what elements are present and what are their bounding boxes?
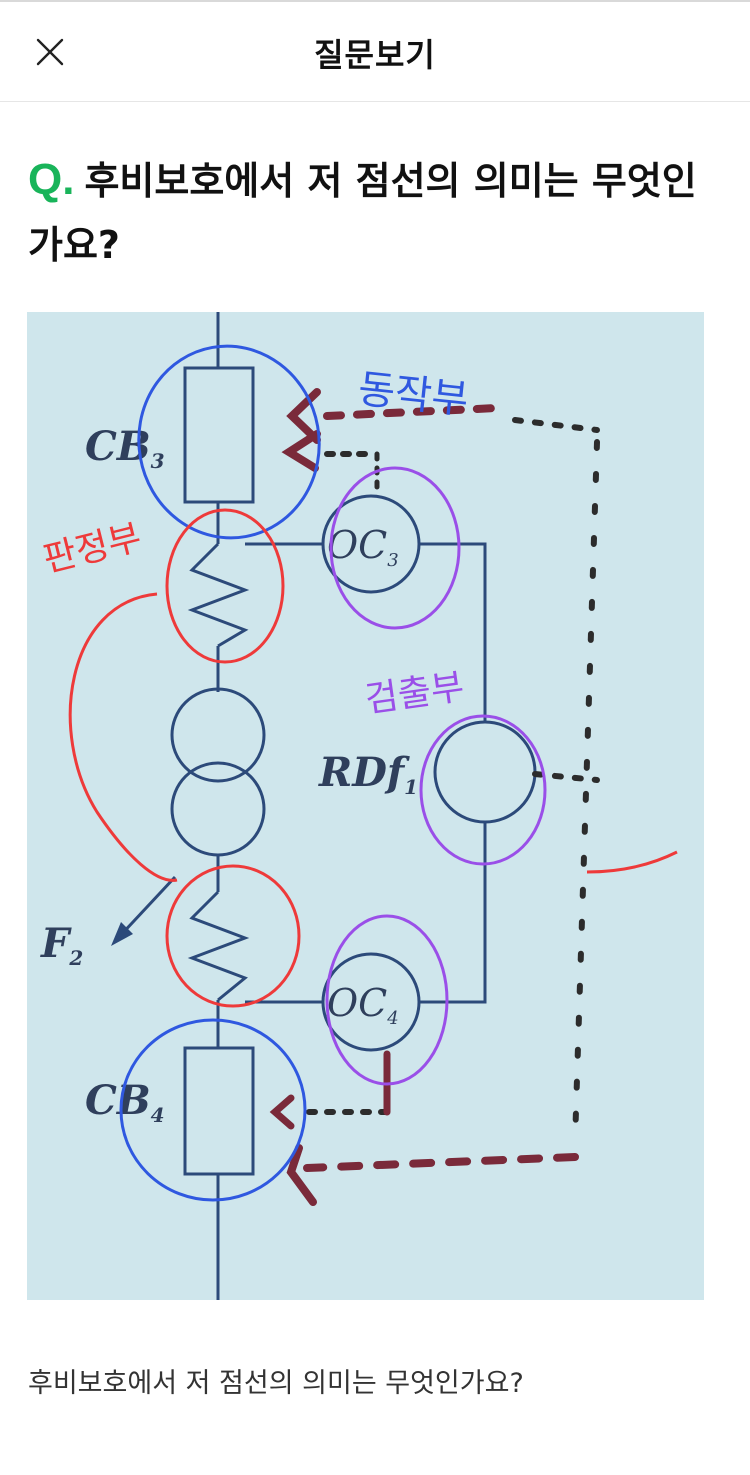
transformer-secondary — [170, 761, 266, 857]
label-oc3: OC3 — [327, 523, 399, 571]
fault-line — [117, 875, 177, 939]
purple-circle-oc3 — [329, 466, 461, 630]
relay-oc4 — [321, 952, 421, 1052]
blue-circle-cb3 — [137, 344, 321, 540]
trip-mark-upper-2 — [281, 430, 321, 472]
fault-arrow-icon — [111, 922, 133, 946]
trip-mark-lower-2 — [269, 1094, 295, 1130]
header-bar: 질문보기 — [0, 2, 750, 102]
purple-circle-oc4 — [325, 914, 449, 1086]
breaker-cb3 — [183, 366, 255, 504]
ct-lower — [187, 890, 250, 1002]
close-button[interactable] — [22, 24, 78, 80]
trip-mark-lower-1 — [286, 1144, 317, 1206]
question-body: 후비보호에서 저 점선의 의미는 무엇인가요? — [28, 1368, 524, 1399]
label-rdf: RDf1 — [318, 749, 418, 799]
question-marker: Q. — [28, 155, 75, 204]
annotation-blue: 동작부 — [356, 366, 471, 423]
relay-rdf — [433, 720, 537, 824]
red-connector-curve — [68, 592, 178, 882]
dotted-line-top — [512, 417, 600, 433]
transformer-primary — [170, 687, 266, 783]
breaker-cb4 — [183, 1046, 255, 1176]
question-heading: Q.후비보호에서 저 점선의 의미는 무엇인가요? — [28, 148, 718, 277]
relay-oc3 — [321, 494, 421, 594]
label-cb3: CB3 — [85, 423, 165, 473]
circuit-diagram: CB3 CB4 OC3 OC4 RDf1 F2 동작부 판정부 — [39, 312, 678, 1300]
attached-image[interactable]: CB3 CB4 OC3 OC4 RDf1 F2 동작부 판정부 — [27, 312, 704, 1300]
trip-line-upper — [323, 404, 501, 420]
page-title: 질문보기 — [314, 36, 436, 74]
blue-circle-cb4 — [119, 1018, 307, 1202]
question-title: 후비보호에서 저 점선의 의미는 무엇인가요? — [28, 159, 697, 267]
wire-oc3-right — [420, 542, 487, 722]
trip-line-lower — [303, 1153, 579, 1172]
red-circle-ct-lower — [165, 864, 301, 1008]
dotted-line-right — [572, 439, 600, 1145]
label-cb4: CB4 — [85, 1077, 165, 1127]
label-f2: F2 — [40, 920, 83, 970]
purple-circle-rdf — [419, 714, 547, 866]
wire-oc4-right — [420, 822, 487, 1004]
ct-upper — [187, 542, 250, 648]
annotation-purple: 검출부 — [363, 666, 467, 720]
red-circle-ct-upper — [165, 508, 285, 664]
close-icon — [36, 38, 64, 66]
top-border — [0, 0, 750, 2]
label-oc4: OC4 — [327, 981, 399, 1029]
annotation-red: 판정부 — [39, 517, 145, 581]
red-stroke-right — [586, 850, 678, 874]
